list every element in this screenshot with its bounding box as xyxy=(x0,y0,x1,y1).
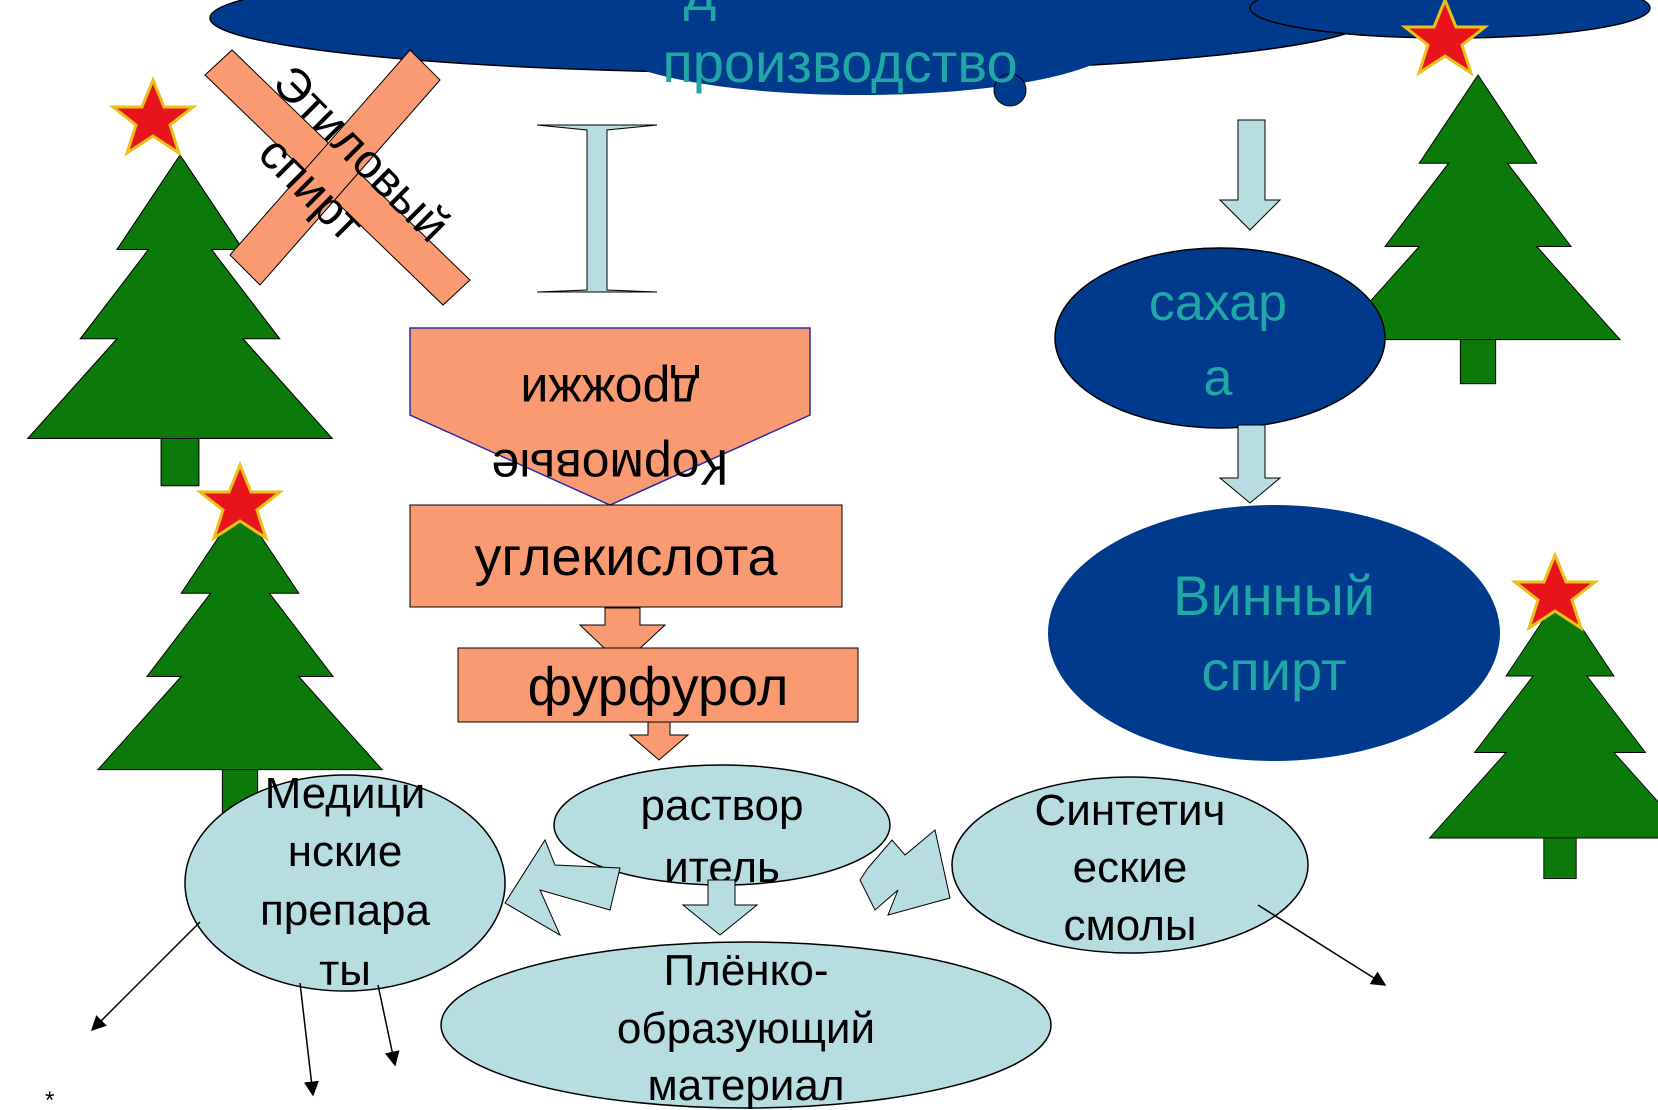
film-line1: Плёнко- xyxy=(664,946,829,995)
resins-arrow xyxy=(1257,904,1387,986)
production-top-label: д xyxy=(684,0,717,22)
double-arrow xyxy=(536,124,658,293)
resins-line1: Синтетич xyxy=(1035,786,1226,835)
wine-spirit-line1: Винный xyxy=(1173,564,1375,627)
resins-node xyxy=(951,776,1309,954)
resins-line3: смолы xyxy=(1063,901,1196,950)
ethyl-spirit-shape xyxy=(204,49,471,306)
arrow-down-4 xyxy=(1218,424,1282,504)
fodder-yeast-line2: Кормовые xyxy=(491,439,728,495)
medicines-arrow-2 xyxy=(299,982,319,1097)
co2-box xyxy=(409,504,843,608)
arrow-down-1 xyxy=(578,607,667,666)
arrow-to-medicines xyxy=(504,838,621,937)
sugars-line1: сахар xyxy=(1149,274,1287,332)
co2-label: углекислота xyxy=(475,527,779,587)
fodder-yeast-line1: дрожжи xyxy=(520,364,699,420)
star-icon xyxy=(111,78,195,155)
sugars-node xyxy=(1054,247,1386,429)
production-label: производство xyxy=(662,31,1017,94)
medicines-line4: ты xyxy=(319,946,371,995)
arrow-down-3 xyxy=(1218,119,1282,231)
wine-spirit-line2: спирт xyxy=(1201,639,1346,702)
furfural-label: фурфурол xyxy=(528,657,789,717)
medicines-node xyxy=(184,774,506,992)
film-node xyxy=(440,941,1052,1109)
resins-line2: еские xyxy=(1073,843,1188,892)
tree-icon xyxy=(97,504,383,815)
footnote-mark: * xyxy=(45,1087,54,1110)
film-line3: материал xyxy=(647,1061,844,1110)
medicines-line1: Медици xyxy=(265,769,426,818)
furfural-box xyxy=(457,647,859,723)
medicines-arrow-1 xyxy=(90,921,201,1032)
arrow-down-2 xyxy=(628,721,690,761)
medicines-arrow-3 xyxy=(377,984,400,1067)
medicines-line2: нские xyxy=(288,827,403,876)
wine-spirit-node xyxy=(1048,505,1500,761)
medicines-line3: препара xyxy=(260,886,431,935)
sugars-line2: а xyxy=(1204,349,1233,407)
film-line2: образующий xyxy=(617,1004,875,1053)
arrow-to-resins xyxy=(859,829,951,916)
fodder-yeast-shape xyxy=(409,327,811,506)
solvent-line1: раствор xyxy=(641,781,804,830)
arrow-to-film xyxy=(681,879,759,936)
